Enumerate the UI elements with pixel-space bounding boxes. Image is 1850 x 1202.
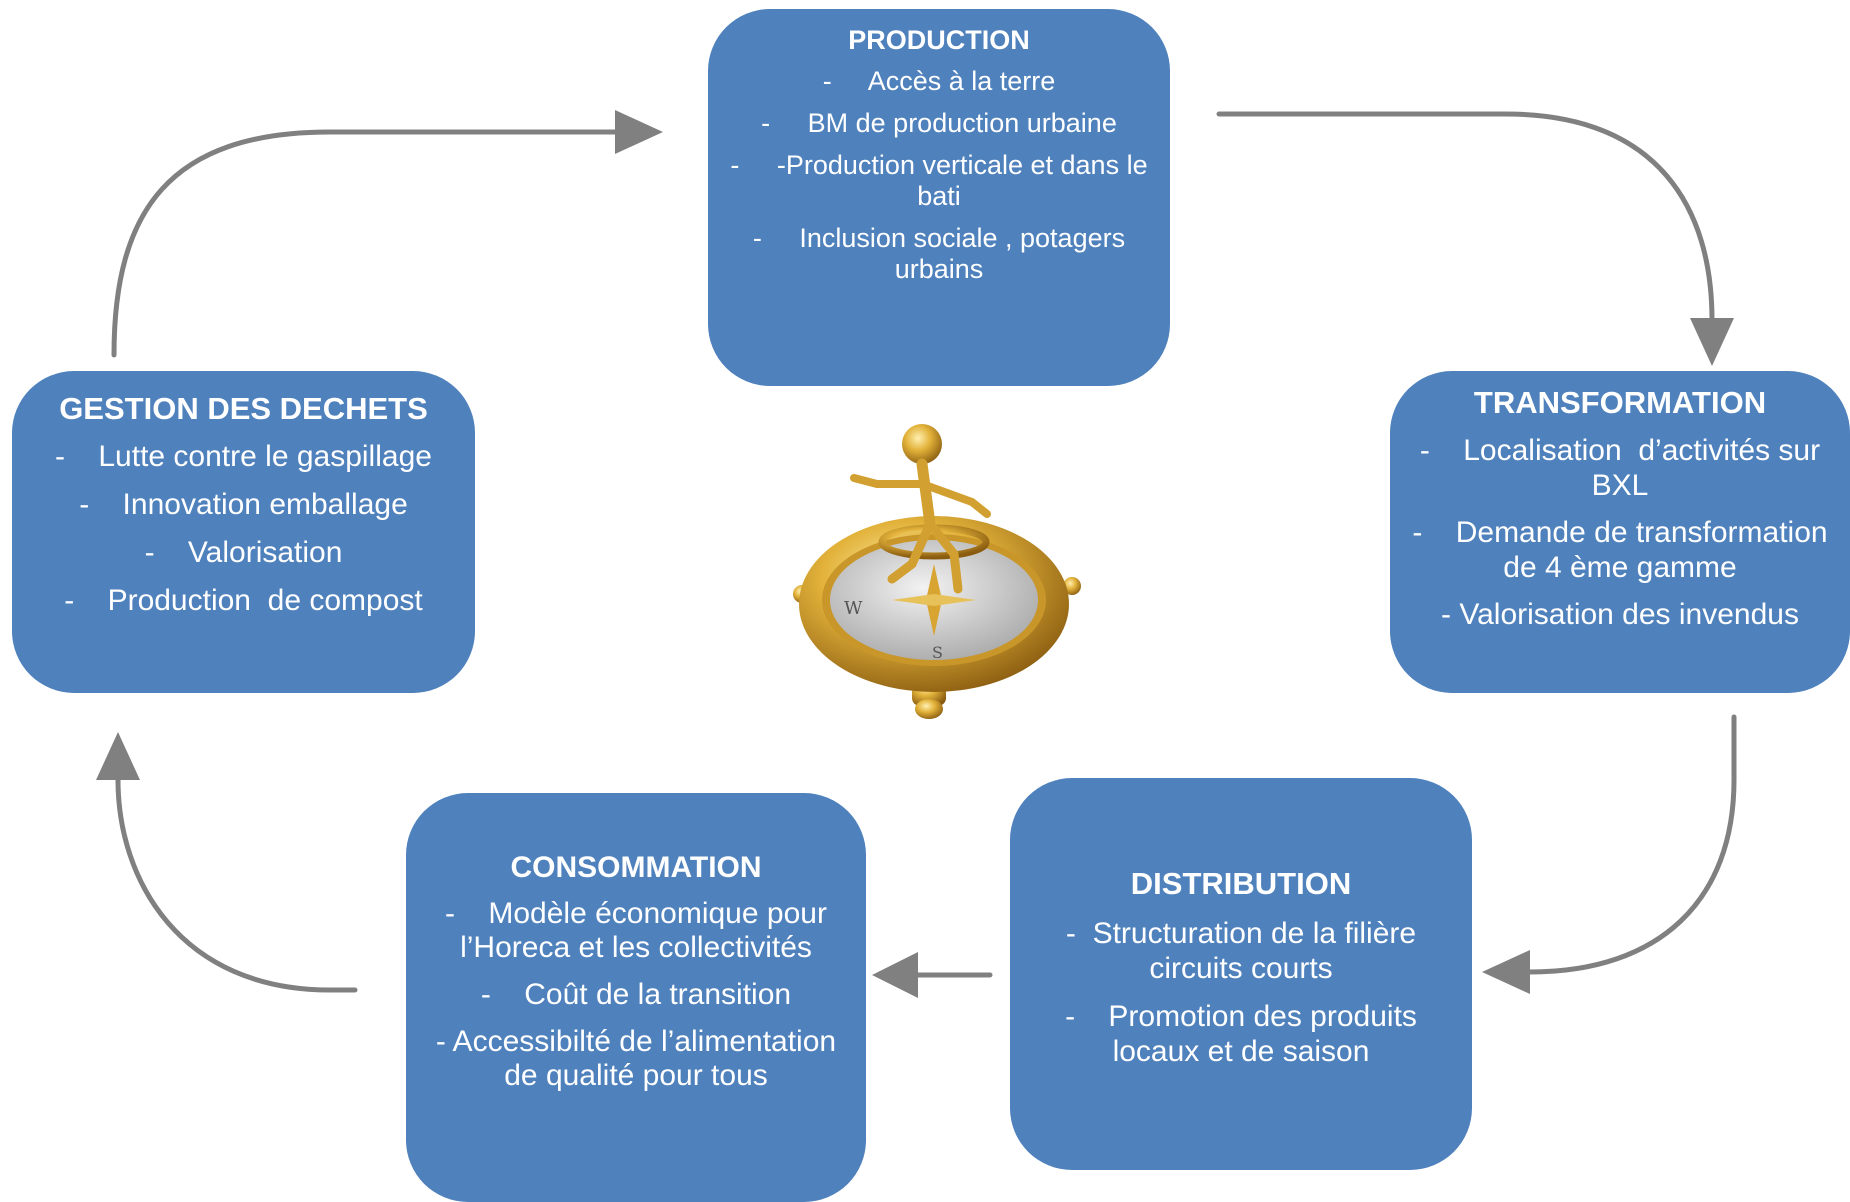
list-item: - Inclusion sociale , potagers urbains (752, 223, 1133, 284)
dechets-title: GESTION DES DECHETS (59, 391, 428, 426)
consommation-list: - Modèle économique pour l’Horeca et les… (420, 897, 852, 1093)
list-item: - Modèle économique pour l’Horeca et les… (445, 897, 836, 964)
compass-figure-icon: W S (793, 424, 1081, 719)
svg-text:W: W (844, 598, 863, 619)
list-item: - Localisation d’activités sur BXL (1419, 434, 1829, 502)
production-list: - Accès à la terre - BM de production ur… (728, 66, 1150, 285)
transformation-title: TRANSFORMATION (1473, 385, 1767, 420)
gestion-dechets-box: GESTION DES DECHETS - Lutte contre le ga… (12, 371, 475, 693)
arrowhead-distribution (1482, 950, 1530, 994)
arrow-consommation-to-dechets (115, 777, 358, 993)
arrowhead-dechets (96, 732, 140, 780)
arrow-transformation-to-distribution (1527, 714, 1737, 975)
dechets-list: - Lutte contre le gaspillage - Innovatio… (26, 439, 461, 619)
arrowhead-consommation (872, 952, 918, 998)
distribution-list: - Structuration de la filière circuits c… (1024, 916, 1458, 1069)
list-item: - Valorisation (144, 536, 343, 569)
list-item: - BM de production urbaine (761, 108, 1117, 138)
consommation-box: CONSOMMATION - Modèle économique pour l’… (406, 793, 866, 1202)
arrow-dechets-to-production (111, 129, 623, 358)
transformation-list: - Localisation d’activités sur BXL - Dem… (1404, 433, 1836, 632)
list-item: - Lutte contre le gaspillage (55, 440, 432, 473)
list-item: - Coût de la transition (480, 978, 792, 1011)
list-item: - Accessibilté de l’alimentation de qual… (435, 1025, 845, 1092)
production-title: PRODUCTION (848, 25, 1030, 55)
svg-text:S: S (932, 643, 943, 662)
list-item: - Valorisation des invendus (1441, 598, 1799, 631)
arrowhead-transformation (1690, 318, 1734, 366)
list-item: - Demande de transformation de 4 ème gam… (1412, 516, 1836, 584)
list-item: - Production de compost (64, 584, 423, 617)
list-item: - -Production verticale et dans le bati (730, 150, 1156, 211)
list-item: - Promotion des produits locaux et de sa… (1065, 1000, 1426, 1068)
distribution-box: DISTRIBUTION - Structuration de la filiè… (1010, 778, 1472, 1170)
production-box: PRODUCTION - Accès à la terre - BM de pr… (708, 9, 1170, 386)
list-item: - Structuration de la filière circuits c… (1065, 917, 1425, 985)
list-item: - Innovation emballage (79, 488, 408, 521)
list-item: - Accès à la terre (822, 66, 1056, 96)
arrow-production-to-transformation (1216, 111, 1715, 323)
arrowhead-production (615, 110, 663, 154)
consommation-title: CONSOMMATION (510, 851, 762, 884)
transformation-box: TRANSFORMATION - Localisation d’activité… (1390, 371, 1850, 693)
distribution-title: DISTRIBUTION (1130, 866, 1352, 901)
